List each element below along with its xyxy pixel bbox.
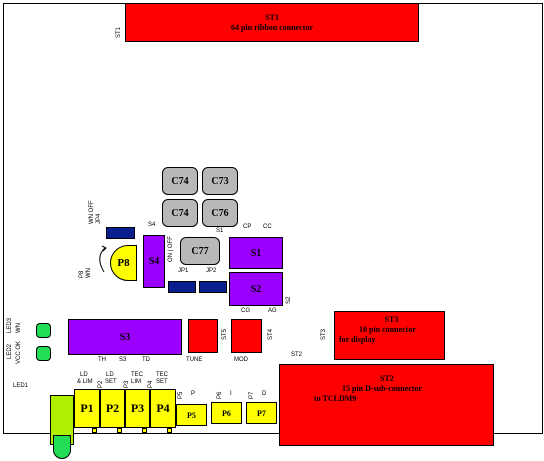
label-s3: S3 — [119, 357, 127, 363]
label-cp: CP — [243, 224, 252, 230]
potentiometer-p7: P7 — [246, 402, 277, 424]
label-p2-top2: SET — [105, 379, 117, 385]
label-p2-top1: LD — [106, 372, 114, 378]
pin-p1 — [92, 428, 97, 433]
capacitor-c74-a: C74 — [162, 167, 198, 195]
label-wn-off: WN OFF — [89, 200, 95, 224]
led1 — [53, 435, 71, 459]
label-s1-side: S1 — [216, 228, 224, 234]
label-p3-top2: LIM — [131, 379, 142, 385]
connector-st1-desc: 64 pin ribbon connector — [230, 23, 313, 32]
rotation-arrow-icon — [99, 245, 107, 273]
capacitor-c74-b: C74 — [162, 199, 198, 227]
connector-st3-desc2: for display — [339, 335, 376, 344]
potentiometer-p3: P3 — [125, 389, 150, 428]
label-p6-top: I — [230, 391, 232, 397]
label-led2: LED2 — [7, 343, 13, 359]
label-st1-side: ST1 — [116, 26, 122, 38]
connector-st2-desc2: to TCLDM9 — [314, 394, 357, 403]
label-tune: TUNE — [186, 357, 203, 363]
switch-s2: S2 — [229, 272, 283, 306]
pin-p2 — [117, 428, 122, 433]
label-s2-side: S2 — [286, 296, 292, 304]
label-p3-side: P3 — [124, 380, 130, 388]
led3 — [36, 323, 51, 338]
label-p7-side: P7 — [249, 391, 255, 399]
potentiometer-p5: P5 — [176, 404, 207, 426]
label-p4-top1: TEC — [156, 372, 168, 378]
label-st4: ST4 — [268, 328, 274, 340]
label-td: TD — [142, 357, 150, 363]
capacitor-c73: C73 — [202, 167, 238, 195]
pin-p4 — [167, 428, 172, 433]
label-p5-top: P — [191, 391, 196, 397]
label-p1-top2: & LIM — [77, 379, 93, 385]
capacitor-c76: C76 — [202, 199, 238, 227]
label-wn-led: WN — [16, 323, 22, 333]
label-p3-top1: TEC — [131, 372, 143, 378]
label-th: TH — [98, 357, 106, 363]
connector-st2-title: ST2 — [380, 374, 394, 383]
switch-s4: S4 — [143, 235, 165, 288]
jumper-jp2 — [199, 281, 227, 293]
label-p5-side: P5 — [178, 391, 184, 399]
label-st5: ST5 — [222, 328, 228, 340]
potentiometer-p2: P2 — [100, 389, 125, 428]
switch-s3: S3 — [68, 319, 182, 355]
label-mod: MOD — [234, 357, 248, 363]
label-cg: CG — [241, 308, 250, 314]
switch-s1: S1 — [229, 237, 283, 269]
connector-mod — [231, 319, 262, 353]
connector-st3: ST3 10 pin connector for display — [334, 311, 445, 360]
label-p6-side: P6 — [217, 391, 223, 399]
label-ag: AG — [268, 308, 277, 314]
label-s4-top: S4 — [148, 222, 156, 228]
connector-st1: ST1 64 pin ribbon connector — [125, 3, 419, 42]
pcb-outline — [3, 3, 543, 434]
connector-st2-desc1: 15 pin D-sub-connector — [342, 384, 423, 393]
connector-tune — [188, 319, 218, 353]
label-st2-side: ST2 — [291, 352, 303, 358]
potentiometer-p1: P1 — [74, 389, 100, 428]
label-p7-top: D — [262, 391, 267, 397]
label-p8-side: P8 — [79, 270, 85, 278]
label-vcc-ok: VCC OK — [16, 340, 22, 364]
potentiometer-p6: P6 — [211, 402, 242, 424]
label-p4-side: P4 — [148, 380, 154, 388]
connector-st2: ST2 15 pin D-sub-connector to TCLDM9 — [279, 364, 494, 446]
connector-st3-title: ST3 — [384, 315, 399, 324]
label-jp4: JP4 — [96, 213, 102, 224]
connector-st3-desc1: 10 pin connector — [359, 325, 416, 334]
connector-st1-title: ST1 — [265, 13, 279, 22]
potentiometer-p8: P8 — [110, 245, 137, 281]
label-jp1: JP1 — [178, 268, 189, 274]
label-led3: LED3 — [7, 317, 13, 333]
label-st3-side: ST3 — [321, 328, 327, 340]
label-p1-top1: LD — [80, 372, 88, 378]
label-on-off: ON | OFF — [168, 236, 174, 262]
label-led1: LED1 — [13, 383, 29, 389]
jumper-jp1 — [168, 281, 196, 293]
label-p4-top2: SET — [156, 379, 168, 385]
label-jp2: JP2 — [206, 268, 217, 274]
label-p2-side: P2 — [98, 380, 104, 388]
capacitor-c77: C77 — [180, 237, 220, 265]
jumper-jp4 — [106, 227, 135, 239]
pin-p3 — [142, 428, 147, 433]
label-cc: CC — [263, 224, 272, 230]
led2 — [36, 346, 51, 361]
potentiometer-p4: P4 — [150, 389, 176, 428]
label-wn-p8: WN — [86, 268, 92, 278]
